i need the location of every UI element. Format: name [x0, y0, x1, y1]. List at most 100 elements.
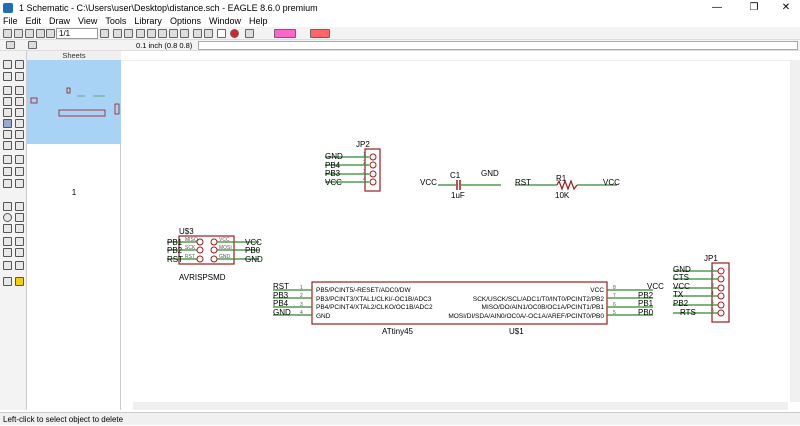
u1-num-8: 8 [613, 285, 616, 291]
mirror-icon[interactable] [3, 97, 12, 106]
net-icon[interactable] [15, 237, 24, 246]
u1-net-vcc: VCC [647, 282, 664, 291]
main-toolbar: 1/1 [0, 27, 800, 40]
menu-edit[interactable]: Edit [25, 16, 42, 26]
zoom-out-icon[interactable] [147, 29, 156, 38]
delete-icon[interactable] [3, 119, 12, 128]
smash-icon[interactable] [3, 155, 12, 164]
stop-icon[interactable] [217, 29, 226, 38]
u1-pin-5: MOSI/DI/SDA/AIN0/OC0A/-OC1A/AREF/PCINT0/… [448, 313, 604, 320]
minimize-button[interactable]: — [712, 2, 722, 13]
zoom-select-icon[interactable] [158, 29, 167, 38]
save-icon[interactable] [25, 29, 34, 38]
fusion-sync-icon[interactable] [274, 29, 296, 38]
zoom-in-icon[interactable] [136, 29, 145, 38]
menu-library[interactable]: Library [134, 16, 162, 26]
jp1-num-4: 4 [711, 291, 714, 297]
help-icon[interactable] [245, 29, 254, 38]
sheet-thumbnail[interactable] [27, 60, 121, 144]
group-icon[interactable] [3, 108, 12, 117]
rotate-icon[interactable] [15, 97, 24, 106]
menu-file[interactable]: File [3, 16, 18, 26]
redo-icon[interactable] [204, 29, 213, 38]
command-input[interactable] [198, 41, 798, 50]
erc-icon[interactable] [3, 277, 12, 286]
rect-icon[interactable] [3, 224, 12, 233]
run-icon[interactable] [113, 29, 122, 38]
name-icon[interactable] [3, 141, 12, 150]
text-icon[interactable] [15, 202, 24, 211]
menu-help[interactable]: Help [248, 16, 268, 26]
part-r1[interactable]: R1 RST VCC 10K [515, 174, 620, 200]
jp2-net-pb4: PB4 [325, 161, 341, 170]
part-u1[interactable]: 1 2 3 4 8 7 6 5 PB5/PCINT5/-RESET/ADC0/D… [273, 281, 664, 336]
replace-icon[interactable] [15, 130, 24, 139]
dimension-icon[interactable] [15, 261, 24, 270]
invoke-icon[interactable] [3, 167, 12, 176]
sheet-select[interactable]: 1/1 [56, 28, 98, 39]
optimize-icon[interactable] [15, 179, 24, 188]
part-jp1[interactable]: JP1 1 2 3 4 5 6 GND CTS VCC TX PB2 RT [673, 254, 730, 323]
jp2-net-pb3: PB3 [325, 169, 341, 178]
menu-window[interactable]: Window [208, 16, 241, 26]
library-sync-icon[interactable] [310, 29, 330, 38]
wire-icon[interactable] [3, 202, 12, 211]
u3-name: U$3 [179, 227, 194, 236]
u3-pin-vcc: VCC [219, 237, 230, 243]
jp2-net-vcc: VCC [325, 178, 342, 187]
arc-icon[interactable] [15, 213, 24, 222]
info-icon[interactable] [3, 60, 12, 69]
label-icon[interactable] [15, 248, 24, 257]
open-icon[interactable] [14, 29, 23, 38]
layer-icon[interactable] [6, 41, 15, 49]
jp2-num-4: 4 [363, 177, 366, 183]
sheet-number[interactable]: 1 [71, 188, 77, 197]
gateswap-icon[interactable] [15, 167, 24, 176]
menu-options[interactable]: Options [169, 16, 201, 26]
add-icon[interactable] [3, 130, 12, 139]
display-icon[interactable] [3, 72, 12, 81]
jp2-net-gnd: GND [325, 152, 343, 161]
split-icon[interactable] [15, 155, 24, 164]
print-icon[interactable] [36, 29, 45, 38]
menu-tools[interactable]: Tools [105, 16, 127, 26]
zoom-last-icon[interactable] [169, 29, 178, 38]
u1-num-5: 5 [613, 310, 616, 316]
part-u3[interactable]: U$3 MISO SCK RST VCC MOSI GND PB1 PB2 RS… [167, 227, 263, 282]
close-button[interactable]: ✕ [781, 2, 791, 13]
menu-draw[interactable]: Draw [49, 16, 71, 26]
junction-icon[interactable] [3, 248, 12, 257]
polygon-icon[interactable] [15, 224, 24, 233]
horizontal-scrollbar[interactable] [133, 402, 788, 410]
u3-net-pb1: PB1 [167, 238, 183, 247]
bus-icon[interactable] [3, 237, 12, 246]
cancel-icon[interactable] [230, 29, 239, 38]
part-c1[interactable]: C1 VCC GND 1uF [420, 169, 501, 200]
redraw-icon[interactable] [180, 29, 189, 38]
maximize-button[interactable]: ❐ [749, 2, 759, 13]
pinswap-icon[interactable] [3, 179, 12, 188]
r1-net-vcc: VCC [603, 178, 620, 187]
u1-value: ATtiny45 [382, 327, 414, 336]
u3-net-pb2: PB2 [167, 246, 183, 255]
zoom-fit-icon[interactable] [124, 29, 133, 38]
move-icon[interactable] [3, 86, 12, 95]
script-icon[interactable] [100, 29, 109, 38]
wrench-icon[interactable] [15, 119, 24, 128]
attribute-icon[interactable] [3, 261, 12, 270]
copy-icon[interactable] [15, 86, 24, 95]
value-icon[interactable] [15, 141, 24, 150]
show-icon[interactable] [15, 60, 24, 69]
grid-icon[interactable] [28, 41, 37, 49]
menu-view[interactable]: View [78, 16, 98, 26]
undo-icon[interactable] [193, 29, 202, 38]
vertical-scrollbar[interactable] [790, 61, 800, 402]
mark-icon[interactable] [15, 72, 24, 81]
change-icon[interactable] [15, 108, 24, 117]
warning-icon[interactable] [15, 277, 24, 286]
new-icon[interactable] [3, 29, 12, 38]
circle-icon[interactable] [3, 213, 12, 222]
cam-icon[interactable] [46, 29, 55, 38]
